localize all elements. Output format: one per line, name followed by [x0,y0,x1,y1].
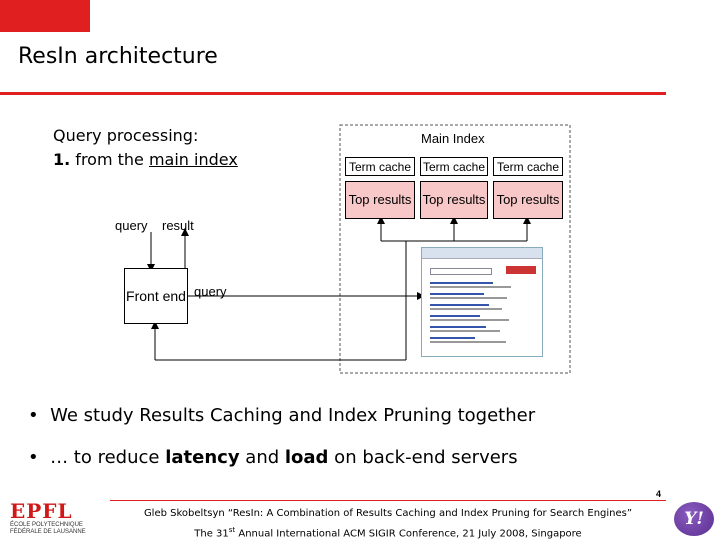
step-text: from the [70,150,149,169]
yahoo-logo-text: Y! [684,509,704,529]
footer-line-1: Gleb Skobeltsyn “ResIn: A Combination of… [143,508,633,519]
bullet-dot: • [28,405,39,426]
bullet-2: • … to reduce latency and load on back-e… [28,447,518,468]
query-label-side: query [194,284,227,299]
search-box [430,268,492,275]
bullet-2-bold-load: load [284,447,329,468]
main-index-container [339,124,571,374]
yahoo-brand-mark [506,266,536,274]
query-processing-heading: Query processing: [53,126,199,145]
term-cache-1: Term cache [345,157,415,176]
bullet-2-text-post: on back-end servers [328,447,518,468]
yahoo-logo: Y! [674,502,714,536]
search-results-screenshot [421,247,543,357]
top-results-1: Top results [345,181,415,219]
footer-text: Gleb Skobeltsyn “ResIn: A Combination of… [110,506,666,542]
step-number: 1. [53,150,71,169]
page-number: 4 [656,489,662,499]
top-results-2: Top results [420,181,488,219]
query-label-top: query [115,218,148,233]
query-processing-step: 1. from the main index [53,148,238,172]
result-lines [430,282,520,343]
title-rule [0,92,666,95]
bullet-2-text-mid: and [239,447,285,468]
term-cache-2: Term cache [420,157,488,176]
bullet-dot: • [28,447,39,468]
main-index-label: Main Index [421,131,485,146]
result-label: result [162,218,194,233]
epfl-subline-2: FÉDÉRALE DE LAUSANNE [10,529,86,535]
top-results-3: Top results [493,181,563,219]
bullet-1: • We study Results Caching and Index Pru… [28,405,535,426]
browser-toolbar [422,248,542,259]
bullet-2-text-pre: … to reduce [50,447,166,468]
epfl-wordmark: EPFL [10,499,73,523]
bullet-1-text: We study Results Caching and Index Pruni… [50,405,536,426]
front-end-box: Front end [124,268,188,324]
epfl-subline-1: ÉCOLE POLYTECHNIQUE [10,522,83,528]
ordinal-superscript: st [228,526,236,534]
term-cache-3: Term cache [493,157,563,176]
slide-title: ResIn architecture [18,44,218,69]
accent-block [0,0,90,32]
bullet-2-bold-latency: latency [165,447,240,468]
step-text-link: main index [148,150,238,169]
footer-rule [110,500,666,501]
epfl-logo: EPFL ÉCOLE POLYTECHNIQUE FÉDÉRALE DE LAU… [10,500,92,538]
footer-line-2: The 31st Annual International ACM SIGIR … [194,526,582,540]
